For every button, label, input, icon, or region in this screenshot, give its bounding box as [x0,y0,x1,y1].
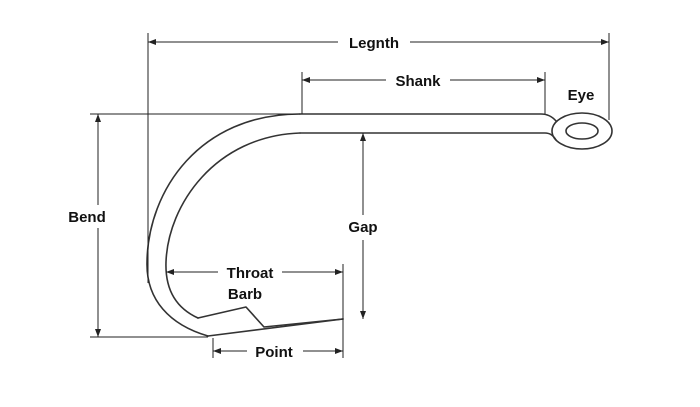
dimension-length [147,33,610,283]
hook-shank-top [299,113,557,122]
label-length: Legnth [349,35,399,52]
label-bend: Bend [68,209,106,226]
hook-bend-outer [146,113,301,337]
hook-barb [197,306,344,328]
hook-outline [146,112,613,337]
dimension-shank [301,72,546,114]
hook-eye-outer [551,112,613,150]
hook-bend-inner [165,132,301,319]
dimension-throat [166,264,344,358]
label-gap: Gap [348,219,377,236]
hook-shank-bottom [299,132,557,141]
label-eye: Eye [568,87,595,104]
label-barb: Barb [228,286,262,303]
dimension-gap [360,133,366,319]
label-point: Point [255,344,293,361]
label-throat: Throat [227,265,274,282]
dimension-bend [90,113,300,338]
hook-eye-inner [565,122,599,140]
dimension-point [212,338,343,358]
label-shank: Shank [395,73,441,90]
